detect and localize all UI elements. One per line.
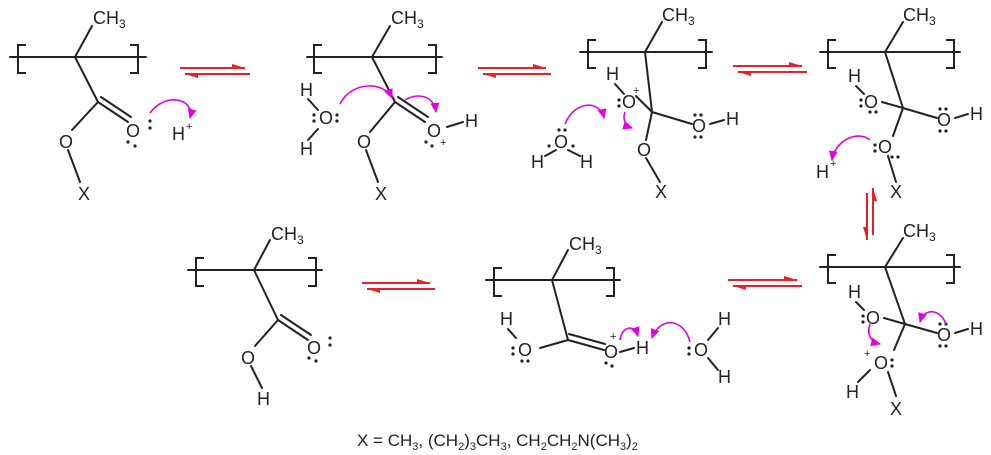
hydroxyl-oxygen-2: O [937, 110, 951, 130]
oxonium-h: H [606, 64, 619, 84]
hydroxyl-h: H [726, 109, 739, 129]
x-group: X [78, 184, 90, 204]
water-oxygen: O [694, 340, 708, 360]
hydroxyl-oxygen-1: O [866, 308, 880, 328]
structure-2-protonated: CH3 O + H O X H O H [300, 8, 478, 204]
methyl-label: CH3 [569, 234, 602, 257]
water-h-1: H [300, 80, 313, 100]
svg-text:+: + [830, 158, 836, 170]
hydroxyl-oxygen: O [692, 116, 706, 136]
hydroxyl-oxygen-2: O [937, 325, 951, 345]
equilibrium-arrow-3 [733, 62, 807, 76]
x-group: X [655, 182, 667, 202]
methyl-label: CH3 [93, 8, 126, 31]
water-h-2: H [718, 367, 731, 387]
acid-h: H [636, 338, 649, 358]
equilibrium-arrow-2 [478, 64, 551, 78]
equilibrium-arrow-vertical [863, 188, 877, 240]
water-oxygen: O [554, 132, 568, 152]
structure-7-acid: CH3 O O H [187, 224, 332, 409]
methyl-label: CH3 [662, 5, 695, 28]
water-oxygen: O [319, 108, 333, 128]
hydroxyl-h: H [465, 111, 478, 131]
hydroxyl-oxygen-1: O [864, 92, 878, 112]
water-h-2: H [580, 152, 593, 172]
methyl-label: CH3 [391, 8, 424, 31]
hydroxyl-oxygen: O [518, 340, 532, 360]
water-h-1: H [718, 309, 731, 329]
structure-6-protonated-acid: CH3 H O O + H O H H [485, 234, 731, 387]
equilibrium-arrow-5 [728, 276, 802, 290]
hydroxyl-h-1: H [848, 66, 861, 86]
svg-text:+: + [610, 331, 616, 343]
svg-text:+: + [440, 137, 446, 149]
hydroxyl-h-2: H [970, 104, 983, 124]
svg-text:+: + [864, 348, 870, 360]
protonated-oxygen: O [427, 121, 441, 141]
protonated-oxygen: O [604, 342, 618, 362]
hydroxyl-h-2: H [970, 319, 983, 339]
proton-label: H [172, 124, 185, 144]
proton-label: H [816, 162, 829, 182]
carbonyl-oxygen: O [307, 338, 321, 358]
methyl-label: CH3 [903, 5, 936, 28]
hydroxyl-h-1: H [848, 282, 861, 302]
hydroxyl-oxygen: O [241, 348, 255, 368]
x-group: X [375, 184, 387, 204]
oxonium-h: H [846, 382, 859, 402]
ester-oxygen: O [59, 132, 73, 152]
structure-3-tetrahedral: CH3 H O + O H O X O H H [531, 5, 739, 202]
ester-oxygen: O [878, 137, 892, 157]
svg-text:+: + [633, 85, 639, 97]
water-h-1: H [531, 152, 544, 172]
structure-5-oxonium-leaving-group: CH3 H O O H + O H X [819, 221, 983, 419]
equilibrium-arrow-1 [180, 64, 250, 78]
x-group: X [890, 182, 902, 202]
oxonium-oxygen: O [874, 353, 888, 373]
hydroxyl-h: H [257, 389, 270, 409]
methyl-label: CH3 [903, 221, 936, 244]
structure-4-neutral-tetrahedral: CH3 H O O H O X H + [816, 5, 983, 202]
svg-text:+: + [186, 121, 192, 133]
water-h-2: H [300, 139, 313, 159]
hydroxyl-h: H [500, 309, 513, 329]
ester-oxygen: O [357, 132, 371, 152]
structure-1-ester: CH3 O O X H + [9, 8, 197, 204]
x-group: X [890, 399, 902, 419]
equilibrium-arrow-4 [362, 279, 435, 293]
carbonyl-oxygen: O [126, 121, 140, 141]
x-group-caption: X = CH3, (CH2)3CH3, CH2CH2N(CH3)2 [357, 431, 638, 453]
ester-oxygen: O [637, 140, 651, 160]
oxonium-oxygen: O [622, 92, 636, 112]
methyl-label: CH3 [271, 224, 304, 247]
